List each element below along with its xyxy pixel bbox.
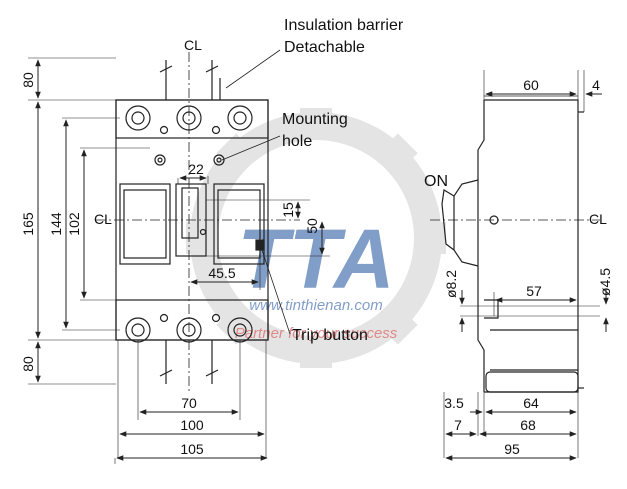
- dim-7: 7: [454, 417, 462, 433]
- front-horizontal-dimensions: [114, 340, 268, 464]
- dim-3-5: 3.5: [444, 395, 464, 411]
- dim-102: 102: [66, 212, 82, 236]
- dim-60: 60: [523, 77, 539, 93]
- watermark-url: www.tinthienan.com: [249, 297, 382, 314]
- side-centerline-label: CL: [589, 211, 607, 227]
- insulation-label-line1: Insulation barrier: [284, 17, 404, 34]
- side-dimension-texts: 60 4 ON CL ø8.2 57 ø4.5 3.5 64 7 68 95: [424, 77, 613, 457]
- dim-57: 57: [526, 283, 542, 299]
- dim-15: 15: [280, 202, 296, 218]
- dim-68: 68: [520, 417, 536, 433]
- dim-95: 95: [504, 441, 520, 457]
- watermark-slogan: Partner for your success: [235, 325, 398, 342]
- insulation-label-line2: Detachable: [284, 39, 365, 56]
- dim-50: 50: [304, 218, 320, 234]
- dim-22: 22: [188, 161, 204, 177]
- callout-labels: Insulation barrier Detachable Mounting h…: [282, 17, 404, 344]
- trip-button-label: Trip button: [292, 327, 368, 344]
- mounting-label-line1: Mounting: [282, 111, 348, 128]
- on-label: ON: [424, 173, 448, 190]
- side-dimensions: [443, 70, 609, 461]
- insulation-barriers-bottom: [159, 340, 219, 384]
- insulation-barriers-top: [159, 60, 221, 100]
- dim-144: 144: [48, 212, 64, 236]
- dim-diameter-4-5: ø4.5: [597, 268, 613, 296]
- front-top-centerline-label: CL: [184, 37, 202, 53]
- dim-105: 105: [180, 441, 204, 457]
- front-centerline-label: CL: [94, 211, 112, 227]
- leader-lines: [221, 49, 291, 335]
- dim-100: 100: [180, 417, 204, 433]
- mounting-holes: [154, 154, 225, 166]
- mounting-label-line2: hole: [282, 133, 312, 150]
- front-view: [96, 52, 300, 392]
- side-view: [430, 95, 600, 393]
- front-vertical-dimensions: [28, 57, 330, 385]
- dim-45-5: 45.5: [208, 265, 235, 281]
- dim-80-top: 80: [20, 72, 36, 88]
- dim-165: 165: [20, 212, 36, 236]
- dim-70: 70: [181, 395, 197, 411]
- dim-diameter-8-2: ø8.2: [443, 270, 459, 298]
- dim-64: 64: [523, 395, 539, 411]
- front-dimension-texts: 80 165 80 144 102 CL CL 22 15 50 45.5 70…: [20, 37, 320, 457]
- dim-4: 4: [592, 77, 600, 93]
- dim-80-bottom: 80: [20, 356, 36, 372]
